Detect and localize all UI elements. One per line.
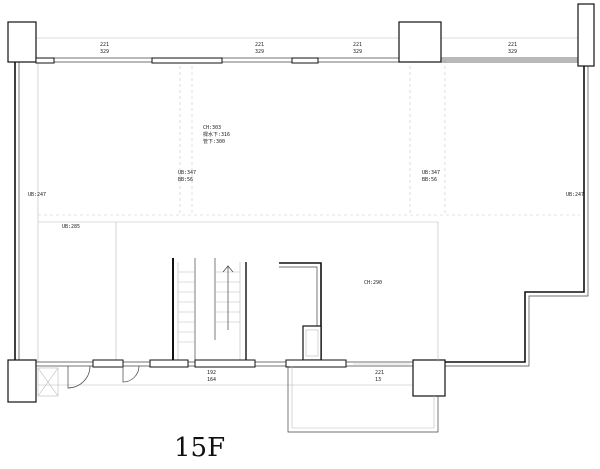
ceiling-main-line1: CH:303	[203, 125, 221, 131]
window-label-3b: 329	[353, 49, 362, 55]
ceiling-core: CH:290	[364, 280, 382, 286]
beam-right-mid-line1: UB:347	[422, 170, 440, 176]
window-label-1a: 221	[100, 42, 109, 48]
window-label-2a: 221	[255, 42, 264, 48]
window-label-4a: 221	[508, 42, 517, 48]
window-bottom-mid-a: 192	[207, 370, 216, 376]
ceiling-main-line3: 管下:300	[203, 138, 225, 145]
ceiling-labels: CH:303 樑水下:316 管下:300 UB:347 BB:56 UB:34…	[28, 125, 584, 286]
window-labels-top: 221 329 221 329 221 329 221 329	[100, 42, 517, 55]
beam-left-mid-line1: UB:347	[178, 170, 196, 176]
column-bottom-left	[7, 359, 37, 403]
window-bottom-right-b: 13	[375, 377, 381, 383]
ceiling-main-line2: 樑水下:316	[203, 131, 230, 138]
beam-far-right: UB:247	[566, 192, 584, 198]
bottom-facade	[36, 359, 439, 433]
column-top-left	[7, 21, 37, 63]
exterior-walls	[14, 37, 589, 367]
beam-far-left: UB:247	[28, 192, 46, 198]
column-bottom-right	[412, 359, 446, 397]
column-top-right	[577, 3, 595, 67]
beam-guides	[37, 60, 580, 386]
window-bottom-mid-b: 164	[207, 377, 216, 383]
beam-right-mid-line2: BB:56	[422, 177, 437, 183]
floor-label: 15F	[174, 433, 225, 463]
window-label-2b: 329	[255, 49, 264, 55]
window-label-4b: 329	[508, 49, 517, 55]
columns	[7, 3, 595, 403]
beam-lower-left: UB:285	[62, 224, 80, 230]
core-area	[38, 221, 439, 362]
window-label-3a: 221	[353, 42, 362, 48]
window-labels-bottom: 192 164 221 13	[207, 370, 384, 383]
window-bottom-right-a: 221	[375, 370, 384, 376]
window-label-1b: 329	[100, 49, 109, 55]
stairs	[172, 258, 247, 362]
top-windows	[35, 57, 578, 64]
shaft	[279, 262, 322, 362]
column-top-mid	[398, 21, 442, 63]
beam-left-mid-line2: BB:56	[178, 177, 193, 183]
